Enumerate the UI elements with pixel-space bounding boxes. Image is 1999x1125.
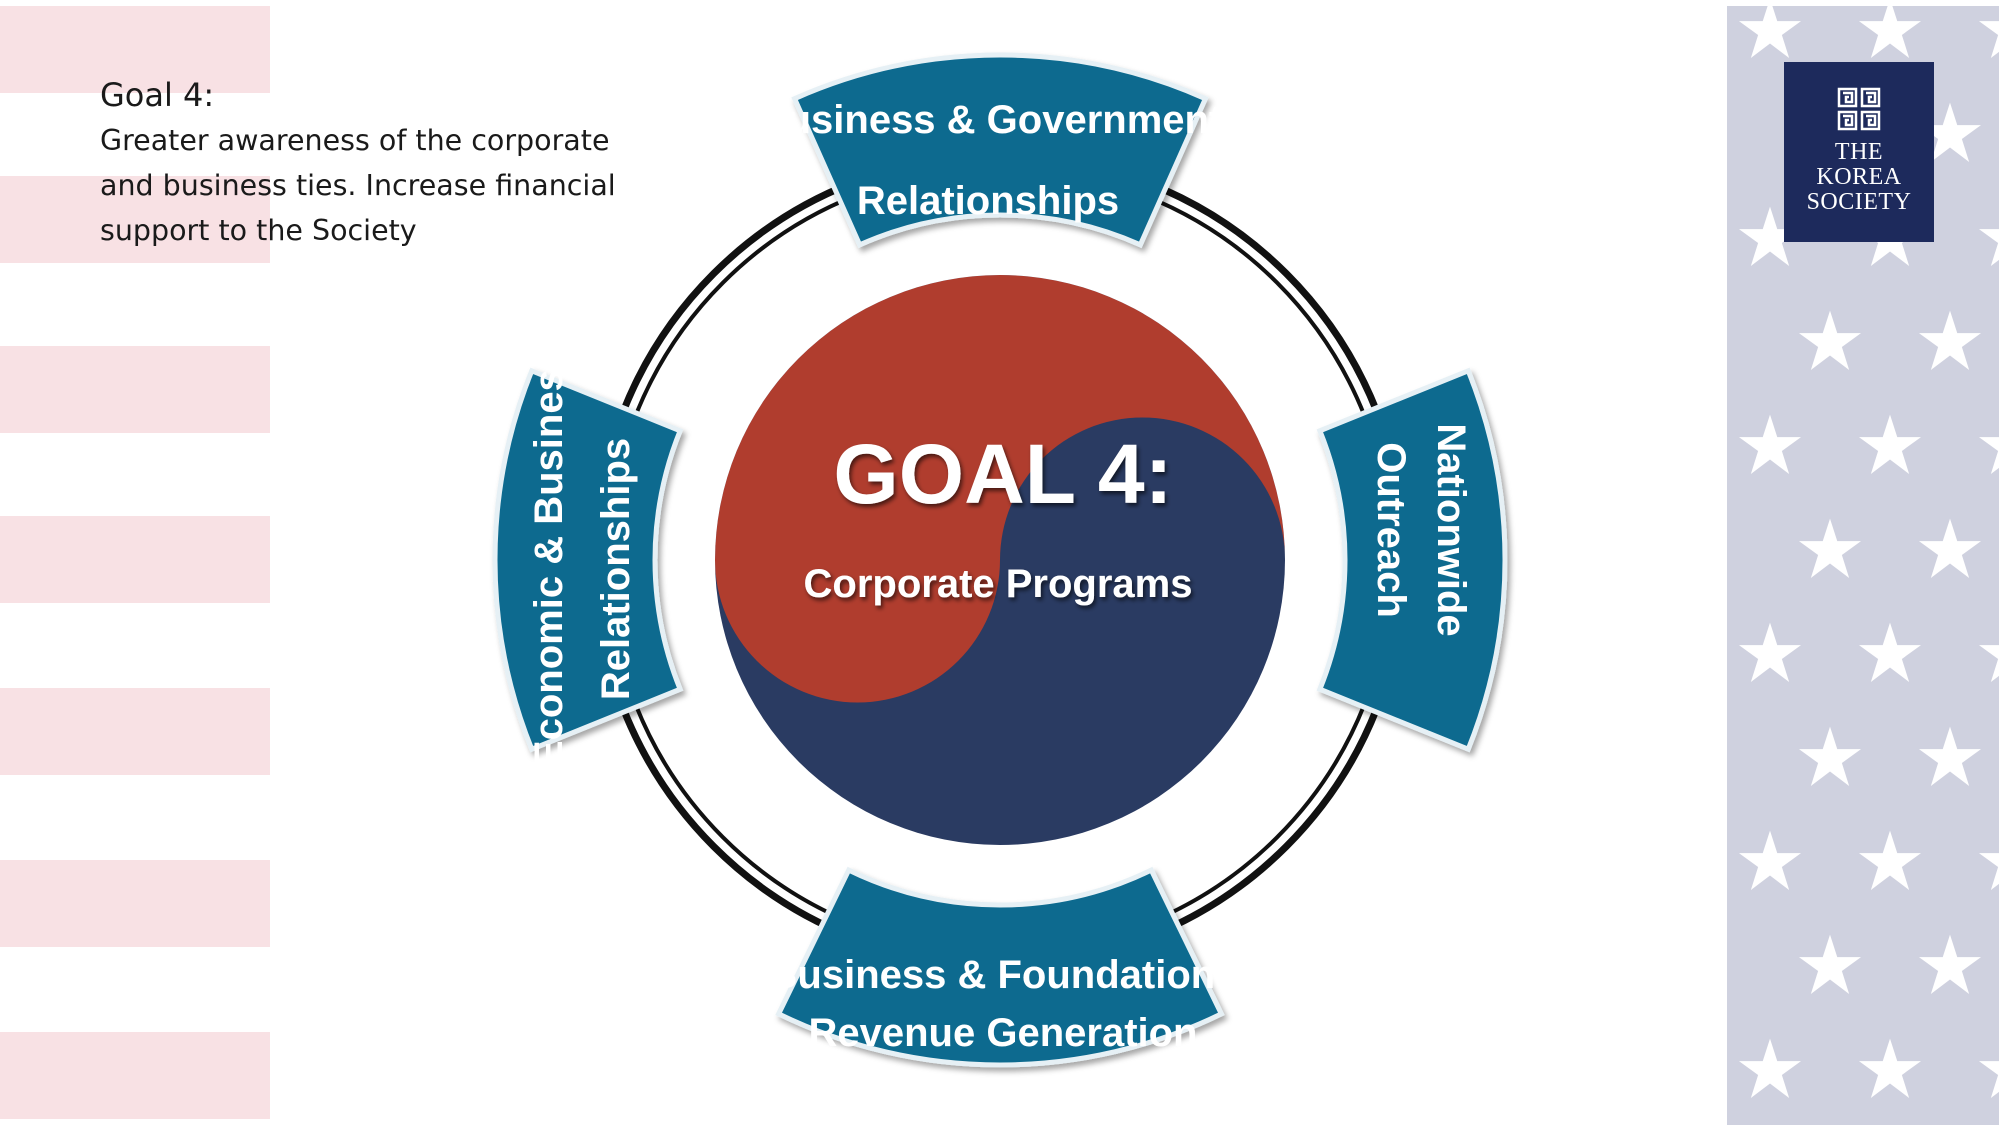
segment-right-label-line2: Outreach [1369, 442, 1413, 618]
star-icon [1918, 102, 1982, 163]
left-stripes [0, 0, 270, 1125]
star-icon [1918, 518, 1982, 579]
star-icon [1858, 830, 1922, 891]
star-icon [1738, 6, 1802, 59]
star-icon [1978, 1061, 1999, 1099]
logo-emblem-icon [1837, 87, 1881, 131]
star-icon [1798, 726, 1862, 787]
segment-right-label-line1: Nationwide [1429, 423, 1473, 636]
segment-top-label-line1: Business & Government [758, 98, 1223, 142]
logo-text-line: KOREA [1816, 164, 1902, 190]
segment-bottom-label-line2: Revenue Generation [808, 1011, 1197, 1055]
star-icon [1858, 6, 1922, 59]
star-icon [1738, 414, 1802, 475]
intro-text-block: Goal 4: Greater awareness of the corpora… [100, 72, 660, 253]
taegeuk-circle [715, 275, 1285, 845]
logo-text-line: THE [1834, 139, 1884, 165]
segment-bottom [775, 866, 1225, 1068]
star-icon [1738, 830, 1802, 891]
star-icon [1858, 414, 1922, 475]
star-icon [1978, 229, 1999, 267]
star-icon [1918, 934, 1982, 995]
segment-right [1316, 367, 1508, 753]
star-icon [1738, 1038, 1802, 1099]
star-panel [1727, 6, 1999, 1125]
star-icon [1858, 1038, 1922, 1099]
star-icon [1978, 853, 1999, 891]
center-subtitle: Corporate Programs [804, 562, 1193, 606]
intro-body: Greater awareness of the corporate and b… [100, 124, 616, 247]
star-icon [1738, 622, 1802, 683]
segment-left-label-line1: Economic & Business [527, 347, 571, 767]
korea-society-logo: THE KOREA SOCIETY [1784, 62, 1934, 242]
intro-title: Goal 4: [100, 76, 215, 114]
stripe [0, 6, 270, 93]
segment-top [791, 52, 1209, 249]
star-icon [1918, 726, 1982, 787]
star-icon [1978, 645, 1999, 683]
star-icon [1798, 310, 1862, 371]
segment-bottom-label-line1: Business & Foundations [769, 953, 1238, 997]
star-icon [1858, 622, 1922, 683]
stripe [0, 688, 270, 775]
star-icon [1978, 21, 1999, 59]
taegeuk-red [715, 275, 1285, 703]
star-icon [1918, 310, 1982, 371]
center-title: GOAL 4: [833, 427, 1172, 521]
star-icon [1738, 206, 1802, 267]
stripe [0, 346, 270, 433]
star-icon [1798, 934, 1862, 995]
stripe [0, 1032, 270, 1119]
star-icon [1978, 437, 1999, 475]
segment-left-label-line2: Relationships [594, 438, 638, 700]
stripe [0, 516, 270, 603]
stripe [0, 860, 270, 947]
segment-left [492, 367, 684, 753]
logo-text-line: SOCIETY [1806, 189, 1912, 215]
star-icon [1798, 518, 1862, 579]
segment-top-label-line2: Relationships [857, 179, 1119, 223]
stripe [0, 176, 270, 263]
